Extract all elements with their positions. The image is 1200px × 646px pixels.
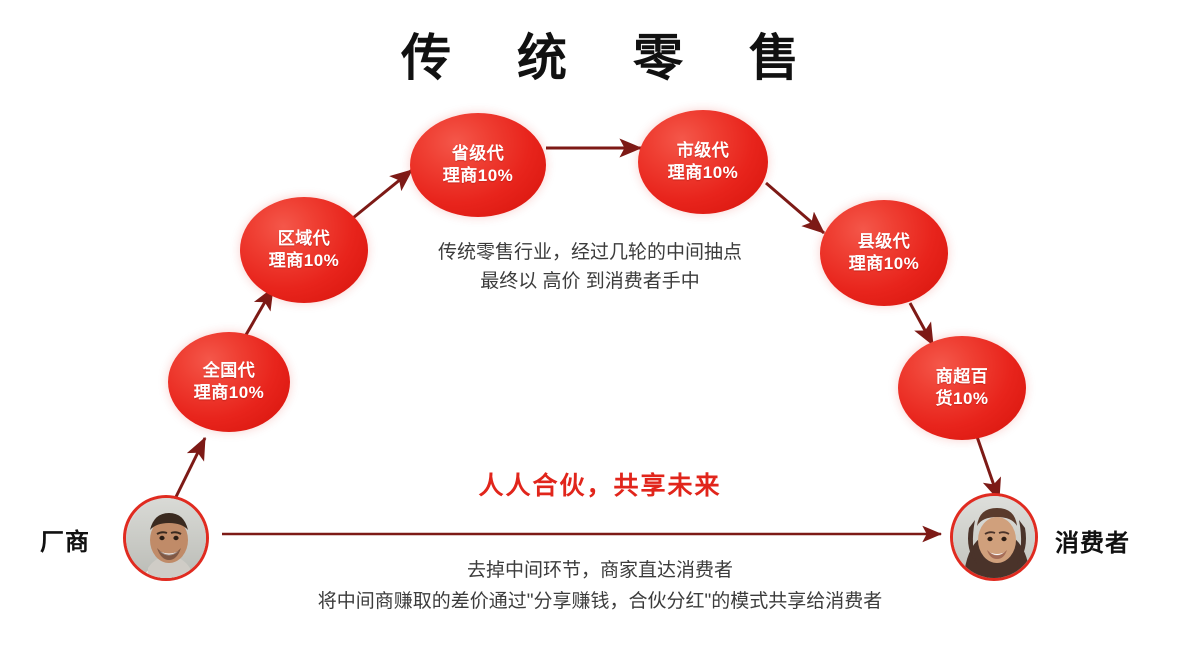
manufacturer-label: 厂商	[40, 529, 90, 556]
manufacturer-avatar[interactable]	[123, 495, 209, 581]
center-note: 传统零售行业，经过几轮的中间抽点 最终以 高价 到消费者手中	[437, 242, 742, 293]
node-city-agent-label: 市级代 理商10%	[667, 140, 739, 182]
arrow-regional-to-provincial	[347, 168, 413, 224]
consumer-avatar-image	[953, 496, 1035, 578]
page-title: 传 统 零 售	[401, 30, 825, 86]
slogan-text: 人人合伙，共享未来	[478, 472, 722, 500]
node-retail-store[interactable]: 商超百 货10%	[898, 336, 1026, 440]
bottom-note: 去掉中间环节，商家直达消费者 将中间商赚取的差价通过"分享赚钱，合伙分红"的模式…	[317, 560, 883, 612]
node-national-agent-label: 全国代 理商10%	[193, 360, 265, 402]
node-provincial-agent[interactable]: 省级代 理商10%	[410, 113, 546, 217]
manufacturer-endpoint[interactable]: 厂商	[30, 495, 230, 590]
node-county-agent-label: 县级代 理商10%	[848, 231, 920, 273]
node-regional-agent[interactable]: 区域代 理商10%	[240, 197, 368, 303]
consumer-endpoint[interactable]: 消费者	[950, 493, 1160, 588]
consumer-avatar[interactable]	[950, 493, 1038, 581]
arrow-national-to-regional	[241, 286, 275, 341]
node-city-agent[interactable]: 市级代 理商10%	[638, 110, 768, 214]
node-regional-agent-label: 区域代 理商10%	[268, 228, 340, 270]
arrow-city-to-county	[765, 181, 825, 235]
node-retail-store-label: 商超百 货10%	[935, 366, 989, 408]
node-county-agent[interactable]: 县级代 理商10%	[820, 200, 948, 306]
consumer-label: 消费者	[1055, 530, 1130, 557]
arrow-county-to-retail	[908, 302, 935, 347]
manufacturer-avatar-image	[126, 498, 206, 578]
node-provincial-agent-label: 省级代 理商10%	[442, 143, 514, 185]
node-national-agent[interactable]: 全国代 理商10%	[168, 332, 290, 432]
